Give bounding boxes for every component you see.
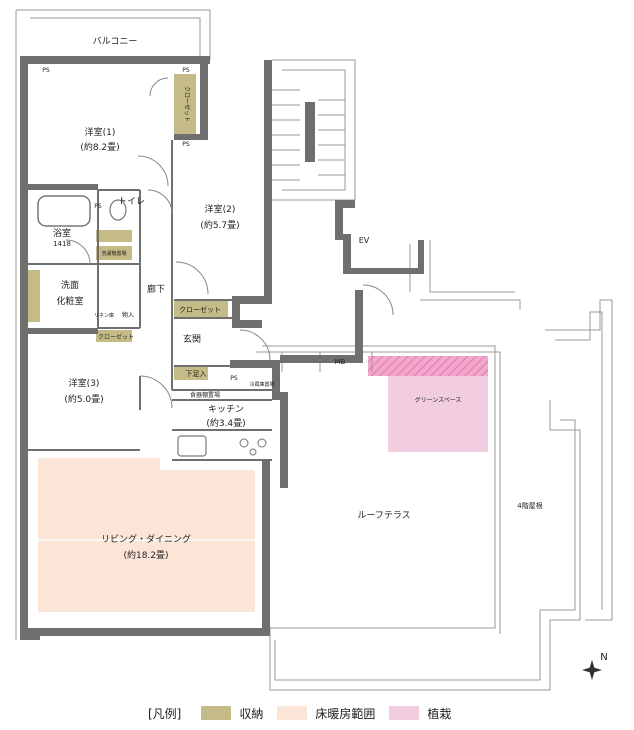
bath-size: 1418	[53, 240, 71, 248]
western3-area: (約5.0畳)	[64, 393, 103, 405]
legend-swatch-heating	[277, 706, 308, 720]
legend-label-planting: 植栽	[427, 706, 452, 721]
ps-label-2: PS	[182, 67, 190, 74]
fridge-label: 冷蔵庫置場	[249, 381, 274, 388]
roof-terrace-outline	[262, 345, 581, 691]
linen-label: リネン庫	[94, 312, 114, 319]
washroom-label-1: 洗面	[61, 279, 79, 291]
green-space-label: グリーンスペース	[415, 396, 462, 404]
legend-swatch-storage	[201, 706, 232, 720]
ps-label-3: PS	[182, 141, 190, 148]
legend: [凡例] 収納 床暖房範囲 植栽	[148, 702, 451, 724]
compass	[582, 660, 602, 680]
closet-label-2: クローゼット	[179, 305, 221, 314]
toilet-label: トイレ	[118, 197, 145, 207]
ps-label-5: PS	[230, 375, 238, 382]
western2-label: 洋室(2)	[205, 203, 236, 215]
green-space-hatch	[368, 356, 488, 376]
western2-area: (約5.7畳)	[200, 219, 239, 231]
living-area: (約18.2畳)	[123, 549, 168, 561]
legend-label-storage: 収納	[239, 706, 264, 721]
balcony-label: バルコニー	[93, 36, 138, 47]
ev-label: EV	[359, 236, 370, 245]
living-label: リビング・ダイニング	[101, 533, 191, 545]
stove-burner	[239, 438, 249, 448]
kitchen-area: (約3.4畳)	[206, 417, 245, 429]
floor-heating-area	[38, 458, 255, 612]
legend-title: [凡例]	[148, 706, 182, 721]
shoe-cabinet-label: 下足入	[186, 370, 207, 378]
ps-label-1: PS	[42, 67, 50, 74]
western1-label: 洋室(1)	[85, 126, 116, 138]
closet-label-3: クローゼット	[98, 333, 134, 341]
compass-label: N	[600, 652, 607, 663]
washer-label: 洗濯機置場	[101, 250, 126, 257]
roof-terrace-label: ルーフテラス	[357, 510, 410, 521]
pantry-label: 食器棚置場	[190, 391, 220, 399]
mb-label: MB	[335, 358, 346, 366]
western1-area: (約8.2畳)	[80, 141, 119, 153]
legend-swatch-planting	[389, 706, 420, 720]
western3-label: 洋室(3)	[69, 377, 100, 389]
entrance-label: 玄関	[183, 333, 201, 345]
washroom-label-2: 化粧室	[56, 295, 83, 307]
balcony-outline	[15, 9, 211, 640]
fourth-floor-roof-label: 4階屋根	[517, 501, 542, 510]
kitchen-label: キッチン	[208, 404, 244, 415]
bathtub	[37, 195, 91, 227]
storage-areas	[28, 74, 228, 380]
bath-label: 浴室	[53, 227, 71, 239]
ps-label-4: PS	[94, 203, 102, 210]
hallway-label: 廊下	[147, 283, 165, 295]
toilet-fixture	[109, 199, 127, 221]
storage-small-label: 物入	[122, 311, 134, 319]
legend-label-heating: 床暖房範囲	[315, 706, 376, 721]
closet-label-1: クローゼット	[183, 86, 191, 122]
